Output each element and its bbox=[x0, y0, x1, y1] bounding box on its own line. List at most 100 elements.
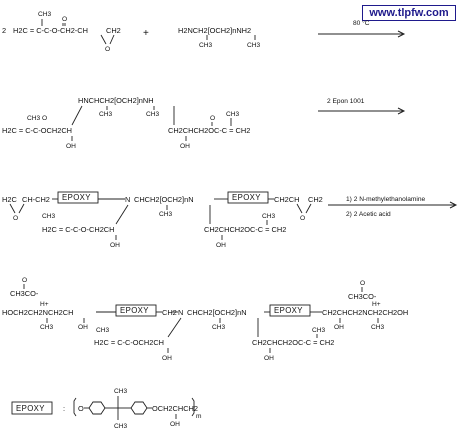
reactant1-coefficient: 2 bbox=[2, 26, 6, 35]
legend-right-end: OCH2CHCH2 bbox=[152, 404, 198, 413]
product-epoxy-box-1-label: EPOXY bbox=[120, 306, 149, 315]
reactant1-methyl: CH3 bbox=[38, 11, 52, 18]
product-left-arm-bond bbox=[167, 317, 182, 338]
reactant-glycidyl-methacrylate: 2 CH3 O H2C = C-C-O-CH2-CH CH2 O bbox=[2, 11, 121, 53]
legend-hydroxyl: OH bbox=[170, 421, 180, 428]
intermediate2-epoxy-box-2-label: EPOXY bbox=[232, 193, 261, 202]
epoxy-legend: EPOXY : O CH3 CH3 OCH2CHCH2 OH m bbox=[11, 388, 202, 430]
legend-benzene-ring-right bbox=[130, 401, 148, 415]
intermediate1-right-methyl: CH3 bbox=[226, 111, 240, 118]
intermediate2-epoxide-right: CH2 bbox=[308, 195, 323, 204]
intermediate1-right-chain: CH2CHCH2OC-C = CH2 bbox=[168, 126, 250, 135]
product-epoxy-box-1 bbox=[115, 304, 157, 317]
intermediate2-epoxide-left-bond-a bbox=[9, 203, 16, 214]
intermediate2-epoxy-box-1 bbox=[57, 191, 99, 204]
product-epoxy-box-2 bbox=[269, 304, 311, 317]
arrow-3-condition-bottom: 2) 2 Acetic acid bbox=[346, 211, 391, 218]
product-left-ester: H2C = C-C-OCH2CH bbox=[94, 338, 164, 347]
intermediate2-epoxide-right-oxygen: O bbox=[300, 215, 305, 222]
product-chain-left: HOCH2CH2NCH2CH bbox=[2, 308, 73, 317]
reactant1-oxirane-oxygen: O bbox=[105, 46, 110, 53]
reactant1-oxirane-carbon: CH2 bbox=[106, 26, 121, 35]
product-n-mid: N bbox=[178, 308, 183, 317]
intermediate2-methyl-mid: CH3 bbox=[159, 211, 173, 218]
product-backbone: CHCH2[OCH2]nN bbox=[187, 308, 247, 317]
legend-bracket-left bbox=[73, 397, 77, 417]
intermediate1-methyl-left: CH3 bbox=[99, 111, 113, 118]
reactant1-oxirane-bond-right bbox=[109, 34, 115, 45]
reactant1-oxirane-bond-left bbox=[100, 34, 107, 45]
arrow-1-head bbox=[397, 30, 406, 38]
intermediate2-left-ester: H2C = C-C-O-CH2CH bbox=[42, 225, 114, 234]
legend-epoxy-box-label: EPOXY bbox=[16, 404, 45, 413]
legend-epoxy-box bbox=[11, 401, 53, 415]
product-acetate-right-oxygen: O bbox=[360, 280, 365, 287]
intermediate-2: H2C O CH-CH2 EPOXY N CHCH2[OCH2]nN CH3 E… bbox=[2, 191, 323, 249]
intermediate1-backbone: HNCHCH2[OCH2]nNH bbox=[78, 96, 154, 105]
product-hydroxyl-right: OH bbox=[334, 324, 344, 331]
product-right-hydroxyl: OH bbox=[264, 355, 274, 362]
intermediate2-epoxy-box-1-label: EPOXY bbox=[62, 193, 91, 202]
product-chain-right: CH2CHCH2NCH2CH2OH bbox=[322, 308, 408, 317]
intermediate2-epoxide-left-bond-b bbox=[18, 203, 25, 214]
intermediate2-n-left: N bbox=[125, 195, 130, 204]
product-hydroxyl-left: OH bbox=[78, 324, 88, 331]
intermediate2-right-methyl: CH3 bbox=[262, 213, 276, 220]
plus-sign: + bbox=[143, 28, 149, 39]
arrow-3-condition-top: 1) 2 N-methylethanolamine bbox=[346, 196, 425, 203]
intermediate1-methyl-right: CH3 bbox=[146, 111, 160, 118]
intermediate1-left-hydroxyl: OH bbox=[66, 143, 76, 150]
product-methyl-mid: CH3 bbox=[212, 324, 226, 331]
product-proton-right: H+ bbox=[372, 301, 381, 308]
product-epoxy-box-2-label: EPOXY bbox=[274, 306, 303, 315]
intermediate-1: HNCHCH2[OCH2]nNH CH3 CH3 CH3 O H2C = C-C… bbox=[2, 96, 250, 150]
diamine-methyl-left: CH3 bbox=[199, 42, 213, 49]
legend-benzene-ring-left bbox=[88, 401, 106, 415]
intermediate2-epoxide-left: H2C bbox=[2, 195, 17, 204]
reaction-arrow-2: 2 Epon 1001 bbox=[318, 98, 406, 115]
product-acetate-left: CH3CO- bbox=[10, 289, 39, 298]
product-n-methyl-left: CH3 bbox=[40, 324, 54, 331]
legend-bracket-right bbox=[191, 397, 195, 417]
watermark: www.tlpfw.com bbox=[362, 5, 456, 21]
legend-methyl-bottom: CH3 bbox=[114, 423, 128, 430]
legend-repeat-index: m bbox=[196, 413, 202, 420]
reactant1-chain: H2C = C-C-O-CH2-CH bbox=[13, 26, 88, 35]
intermediate2-left-arm-bond bbox=[115, 204, 129, 225]
product-right-methyl: CH3 bbox=[312, 327, 326, 334]
product-left-hydroxyl: OH bbox=[162, 355, 172, 362]
reactant-polyether-diamine: H2NCH2[OCH2]nNH2 CH3 CH3 bbox=[178, 26, 261, 49]
product-proton-left: H+ bbox=[40, 301, 49, 308]
intermediate2-epoxide-right-bond-b bbox=[305, 203, 312, 214]
intermediate2-epoxide-left-oxygen: O bbox=[13, 215, 18, 222]
reactant1-carbonyl-oxygen: O bbox=[62, 16, 67, 23]
intermediate2-left-hydroxyl: OH bbox=[110, 242, 120, 249]
intermediate1-right-carbonyl-oxygen: O bbox=[210, 115, 215, 122]
intermediate2-right-hydroxyl: OH bbox=[216, 242, 226, 249]
final-product: O CH3CO- H+ HOCH2CH2NCH2CH CH3 OH EPOXY … bbox=[2, 277, 408, 362]
intermediate1-left-ester: H2C = C-C-OCH2CH bbox=[2, 126, 72, 135]
arrow-3-head bbox=[449, 201, 458, 209]
arrow-2-head bbox=[397, 107, 406, 115]
intermediate2-backbone: CHCH2[OCH2]nN bbox=[134, 195, 194, 204]
product-acetate-left-oxygen: O bbox=[22, 277, 27, 284]
reaction-arrow-1: 80 °C bbox=[318, 19, 406, 38]
product-right-chain: CH2CHCH2OC-C = CH2 bbox=[252, 338, 334, 347]
intermediate2-epoxy-box-2 bbox=[227, 191, 269, 204]
intermediate2-left-methyl: CH3 bbox=[42, 213, 56, 220]
diamine-methyl-right: CH3 bbox=[247, 42, 261, 49]
intermediate1-left-arm-bond bbox=[71, 105, 83, 126]
product-acetate-right: CH3CO- bbox=[348, 292, 377, 301]
intermediate2-right-chain: CH2CHCH2OC-C = CH2 bbox=[204, 225, 286, 234]
arrow-2-condition: 2 Epon 1001 bbox=[327, 98, 365, 105]
intermediate2-epoxide-right-bond-a bbox=[296, 203, 303, 214]
reaction-arrow-3: 1) 2 N-methylethanolamine 2) 2 Acetic ac… bbox=[328, 196, 458, 218]
arrow-1-condition: 80 °C bbox=[353, 19, 370, 27]
intermediate2-linker-left: CH-CH2 bbox=[22, 195, 50, 204]
intermediate1-right-hydroxyl: OH bbox=[180, 143, 190, 150]
legend-methyl-top: CH3 bbox=[114, 388, 128, 395]
diamine-chain: H2NCH2[OCH2]nNH2 bbox=[178, 26, 251, 35]
product-left-methyl: CH3 bbox=[96, 327, 110, 334]
